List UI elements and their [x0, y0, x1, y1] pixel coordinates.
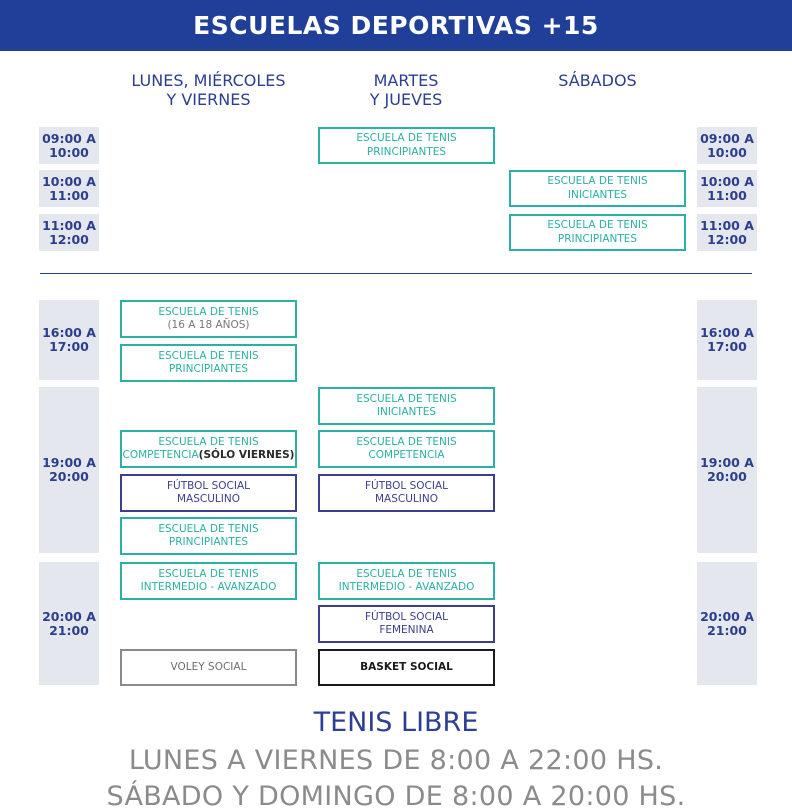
activity-tenis-16a18-lmv-1600: ESCUELA DE TENIS (16 A 18 AÑOS)	[120, 300, 297, 338]
activity-line: COMPETENCIA	[368, 449, 445, 461]
activity-tenis-principiantes-lmv-1600: ESCUELA DE TENIS PRINCIPIANTES	[120, 344, 297, 382]
column-heading-sabados: SÁBADOS	[558, 71, 637, 90]
activity-basket-social-mj-2000: BASKET SOCIAL	[318, 649, 495, 686]
activity-line: INTERMEDIO - AVANZADO	[338, 581, 475, 593]
activity-line: PRINCIPIANTES	[168, 536, 249, 548]
activity-line: MASCULINO	[375, 493, 438, 505]
activity-tenis-principiantes-lmv-1900: ESCUELA DE TENIS PRINCIPIANTES	[120, 517, 297, 555]
activity-line: VOLEY SOCIAL	[170, 660, 247, 673]
activity-line: PRINCIPIANTES	[557, 232, 638, 245]
activity-line: FÚTBOL SOCIAL	[364, 479, 448, 492]
time-label-1000-right: 10:00 A 11:00	[697, 170, 757, 207]
tenis-libre-title: TENIS LIBRE	[313, 707, 479, 738]
activity-line: (16 A 18 AÑOS)	[167, 319, 250, 331]
activity-line: PRINCIPIANTES	[366, 145, 447, 158]
activity-tenis-iniciantes-mj-1900: ESCUELA DE TENIS INICIANTES	[318, 387, 495, 425]
activity-voley-social-lmv-2000: VOLEY SOCIAL	[120, 649, 297, 686]
activity-line: INICIANTES	[376, 406, 437, 418]
activity-line: ESCUELA DE TENIS	[547, 219, 648, 231]
activity-line-with-note: COMPETENCIA(SÓLO VIERNES)	[123, 449, 295, 463]
activity-line: ESCUELA DE TENIS	[356, 435, 457, 448]
column-heading-martes-jueves: MARTES Y JUEVES	[369, 71, 443, 109]
activity-line: FÚTBOL SOCIAL	[364, 610, 448, 623]
tenis-libre-weekday-hours: LUNES A VIERNES DE 8:00 A 22:00 HS.	[128, 745, 664, 776]
activity-line: FEMENINA	[379, 624, 434, 636]
time-label-1600-right: 16:00 A 17:00	[697, 300, 757, 380]
activity-line: ESCUELA DE TENIS	[547, 175, 648, 187]
activity-line: ESCUELA DE TENIS	[158, 349, 259, 362]
time-label-0900-left: 09:00 A 10:00	[39, 127, 99, 164]
time-label-2000-left: 20:00 A 21:00	[39, 562, 99, 685]
time-label-1900-right: 19:00 A 20:00	[697, 387, 757, 553]
activity-line: ESCUELA DE TENIS	[158, 522, 259, 535]
time-label-1100-right: 11:00 A 12:00	[697, 214, 757, 251]
activity-line: ESCUELA DE TENIS	[356, 132, 457, 144]
activity-tenis-intermedio-mj-2000: ESCUELA DE TENIS INTERMEDIO - AVANZADO	[318, 562, 495, 600]
activity-futbol-masculino-mj-1900: FÚTBOL SOCIAL MASCULINO	[318, 474, 495, 512]
page-header: ESCUELAS DEPORTIVAS +15	[0, 0, 792, 51]
activity-line: ESCUELA DE TENIS	[356, 567, 457, 580]
section-divider	[40, 273, 752, 274]
activity-line: ESCUELA DE TENIS	[158, 305, 259, 318]
time-label-1900-left: 19:00 A 20:00	[39, 387, 99, 553]
time-label-1100-left: 11:00 A 12:00	[39, 214, 99, 251]
activity-line: COMPETENCIA	[122, 449, 199, 461]
activity-line: ESCUELA DE TENIS	[158, 567, 259, 580]
activity-futbol-masculino-lmv-1900: FÚTBOL SOCIAL MASCULINO	[120, 474, 297, 512]
activity-tenis-competencia-lmv-1900: ESCUELA DE TENIS COMPETENCIA(SÓLO VIERNE…	[120, 430, 297, 468]
activity-line: ESCUELA DE TENIS	[158, 435, 259, 448]
activity-tenis-principiantes-sab-1100: ESCUELA DE TENIS PRINCIPIANTES	[509, 214, 686, 251]
activity-line: FÚTBOL SOCIAL	[166, 479, 250, 492]
activity-tenis-principiantes-mj-0900: ESCUELA DE TENIS PRINCIPIANTES	[318, 127, 495, 164]
time-label-1000-left: 10:00 A 11:00	[39, 170, 99, 207]
activity-line: PRINCIPIANTES	[168, 363, 249, 375]
column-heading-lunes-miercoles-viernes: LUNES, MIÉRCOLES Y VIERNES	[131, 71, 286, 109]
activity-line: ESCUELA DE TENIS	[356, 392, 457, 405]
activity-line: INICIANTES	[567, 188, 628, 201]
activity-tenis-competencia-mj-1900: ESCUELA DE TENIS COMPETENCIA	[318, 430, 495, 468]
activity-line: BASKET SOCIAL	[360, 660, 453, 673]
page-title: ESCUELAS DEPORTIVAS +15	[193, 11, 599, 40]
activity-line: INTERMEDIO - AVANZADO	[140, 581, 277, 593]
activity-futbol-femenina-mj-2000: FÚTBOL SOCIAL FEMENINA	[318, 605, 495, 643]
tenis-libre-weekend-hours: SÁBADO Y DOMINGO DE 8:00 A 20:00 HS.	[106, 781, 686, 812]
activity-line: MASCULINO	[177, 493, 240, 505]
activity-tenis-iniciantes-sab-1000: ESCUELA DE TENIS INICIANTES	[509, 170, 686, 207]
activity-tenis-intermedio-lmv-2000: ESCUELA DE TENIS INTERMEDIO - AVANZADO	[120, 562, 297, 600]
time-label-2000-right: 20:00 A 21:00	[697, 562, 757, 685]
time-label-0900-right: 09:00 A 10:00	[697, 127, 757, 164]
activity-note: (SÓLO VIERNES)	[198, 449, 295, 461]
time-label-1600-left: 16:00 A 17:00	[39, 300, 99, 380]
